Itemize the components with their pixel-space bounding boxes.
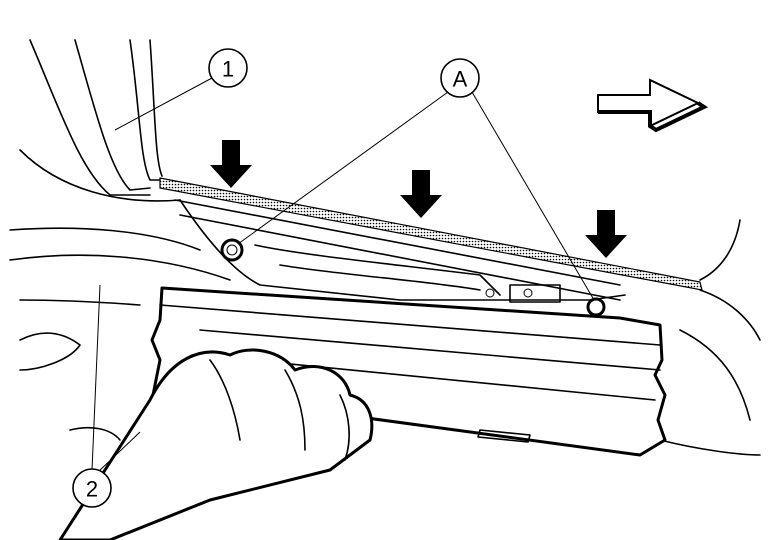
callout-a-label: A (453, 67, 468, 92)
leader-lines (91, 77, 595, 473)
press-down-arrow-icon (210, 140, 627, 258)
body-pillar (9, 39, 761, 456)
callout-a: A (440, 58, 480, 98)
cowl-top-cover (150, 286, 667, 457)
cowl-top-area (179, 199, 626, 303)
clip-point-a-right (586, 297, 606, 317)
callout-1-label: 1 (222, 57, 234, 82)
hand (58, 348, 374, 540)
front-direction-arrow-icon (597, 78, 709, 133)
callout-2-label: 2 (86, 477, 98, 502)
callout-1: 1 (208, 48, 248, 88)
callout-2: 2 (72, 468, 112, 508)
windshield-seal (159, 177, 703, 291)
clip-point-a-left (220, 238, 244, 262)
